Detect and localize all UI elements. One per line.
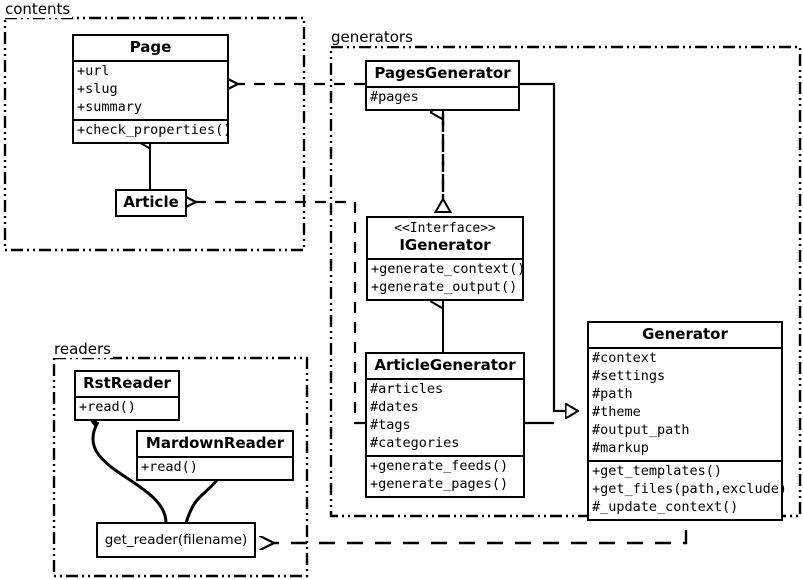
attribute-item: #categories <box>370 435 460 452</box>
attribute-item: #pages <box>370 89 419 106</box>
attribute-item: +summary <box>77 99 143 116</box>
class-attributes-page: +url +slug +summary <box>74 60 227 119</box>
package-label-contents: contents <box>3 0 73 18</box>
class-box-article[interactable]: Article <box>115 189 187 218</box>
attribute-item: #theme <box>592 404 641 421</box>
package-label-generators: generators <box>329 28 415 46</box>
class-methods-mardownreader: +read() <box>138 456 292 479</box>
method-item: +get_templates() <box>592 462 723 479</box>
class-methods-page: +check_properties() <box>74 119 232 142</box>
attribute-item: #context <box>592 350 658 367</box>
class-methods-generator: +get_templates() +get_files(path,exclude… <box>589 459 788 519</box>
method-item: +read() <box>79 399 136 416</box>
class-name-article: Article <box>123 193 179 211</box>
relation-pagesgenerator-generalizes-generator <box>520 82 578 411</box>
class-box-pagesgenerator[interactable]: PagesGenerator #pages <box>365 60 520 112</box>
package-label-readers: readers <box>52 340 113 358</box>
class-name-articlegenerator: ArticleGenerator <box>374 356 516 374</box>
attribute-item: #markup <box>592 440 649 457</box>
attribute-item: #settings <box>592 368 666 385</box>
attribute-item: +slug <box>77 81 118 98</box>
class-box-articlegenerator[interactable]: ArticleGenerator #articles #dates #tags … <box>365 352 525 498</box>
class-name-rstreader: RstReader <box>83 374 171 392</box>
class-name-igenerator: <<Interface>> IGenerator <box>368 218 522 258</box>
method-item: #_update_context() <box>592 498 739 515</box>
class-box-mardownreader[interactable]: MardownReader +read() <box>136 430 294 482</box>
attribute-item: #output_path <box>592 422 690 439</box>
attribute-item: #path <box>592 386 633 403</box>
method-item: +read() <box>141 459 198 476</box>
function-box-get-reader[interactable]: get_reader(filename) <box>96 522 256 558</box>
class-stereotype-igenerator: <<Interface>> <box>394 221 496 236</box>
function-label-get-reader: get_reader(filename) <box>104 532 248 548</box>
method-item: +generate_pages() <box>370 476 509 493</box>
class-name-pagesgenerator: PagesGenerator <box>374 64 511 82</box>
class-methods-rstreader: +read() <box>76 396 178 419</box>
class-box-page[interactable]: Page +url +slug +summary +check_properti… <box>72 34 232 145</box>
class-name-text: IGenerator <box>399 235 491 254</box>
class-attributes-generator: #context #settings #path #theme #output_… <box>589 347 781 460</box>
method-item: +get_files(path,exclude) <box>592 480 788 497</box>
class-box-igenerator[interactable]: <<Interface>> IGenerator +generate_conte… <box>366 216 526 301</box>
class-name-generator: Generator <box>642 325 728 343</box>
class-attributes-articlegenerator: #articles #dates #tags #categories <box>367 378 523 455</box>
class-attributes-pagesgenerator: #pages <box>367 86 518 109</box>
class-box-generator[interactable]: Generator #context #settings #path #them… <box>587 321 788 521</box>
class-name-page: Page <box>129 38 172 56</box>
method-item: +generate_feeds() <box>370 458 509 475</box>
attribute-item: #tags <box>370 417 411 434</box>
method-item: +generate_output() <box>371 278 518 295</box>
relation-articlegenerator-depends-article <box>196 202 365 425</box>
class-methods-articlegenerator: +generate_feeds() +generate_pages() <box>367 455 523 496</box>
method-item: +generate_context() <box>371 260 526 277</box>
relation-pagesgenerator-realizes-igenerator <box>436 112 453 213</box>
attribute-item: +url <box>77 63 110 80</box>
attribute-item: #articles <box>370 381 444 398</box>
class-box-rstreader[interactable]: RstReader +read() <box>74 370 180 422</box>
class-name-mardownreader: MardownReader <box>145 434 285 452</box>
class-methods-igenerator: +generate_context() +generate_output() <box>368 257 526 299</box>
method-item: +check_properties() <box>77 122 232 139</box>
attribute-item: #dates <box>370 399 419 416</box>
